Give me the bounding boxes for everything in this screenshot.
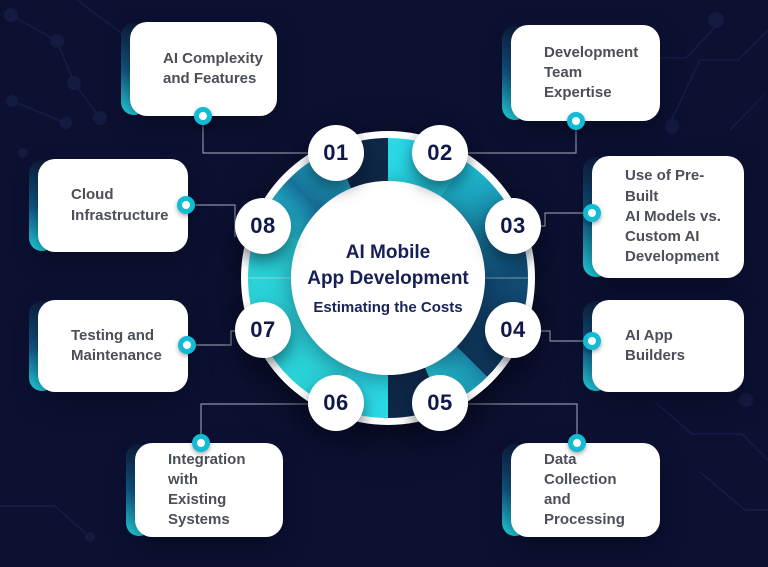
item-label: Use of Pre-Built AI Models vs. Custom AI… — [625, 167, 721, 266]
card-body: Integration with Existing Systems — [135, 443, 283, 537]
item-card-app-builders: AI App Builders — [583, 300, 744, 392]
step-badge-07: 07 — [235, 302, 291, 358]
card-body: AI App Builders — [592, 300, 744, 392]
step-badge-03: 03 — [485, 198, 541, 254]
item-card-ai-complexity: AI Complexity and Features — [121, 22, 277, 116]
connector-dot-6 — [192, 434, 210, 452]
item-label: AI App Builders — [625, 326, 686, 364]
connector-dot-2 — [567, 112, 585, 130]
item-card-testing: Testing and Maintenance — [29, 300, 188, 392]
item-card-integration: Integration with Existing Systems — [126, 443, 283, 537]
connector-dot-5 — [568, 434, 586, 452]
item-card-prebuilt-vs-custom: Use of Pre-Built AI Models vs. Custom AI… — [583, 156, 744, 278]
circuit-traces — [0, 0, 768, 534]
card-body: Data Collection and Processing — [511, 443, 660, 537]
connector-dot-8 — [177, 196, 195, 214]
item-label: Data Collection and Processing — [544, 450, 625, 529]
step-badge-01: 01 — [308, 125, 364, 181]
item-label: Development Team Expertise — [544, 43, 639, 102]
step-badge-02: 02 — [412, 125, 468, 181]
item-label: Testing and Maintenance — [71, 326, 162, 364]
item-card-team-expertise: Development Team Expertise — [502, 25, 660, 121]
connector-dot-7 — [178, 336, 196, 354]
card-body: Testing and Maintenance — [38, 300, 188, 392]
step-badge-06: 06 — [308, 375, 364, 431]
card-body: Use of Pre-Built AI Models vs. Custom AI… — [592, 156, 744, 278]
item-label: AI Complexity and Features — [163, 49, 264, 87]
connector-dot-4 — [583, 332, 601, 350]
step-badge-05: 05 — [412, 375, 468, 431]
diagram-subtitle: Estimating the Costs — [313, 298, 463, 316]
card-body: AI Complexity and Features — [130, 22, 277, 116]
card-body: Development Team Expertise — [511, 25, 660, 121]
diagram-title: AI Mobile App Development — [307, 242, 469, 289]
circuit-dots — [4, 8, 753, 542]
step-badge-04: 04 — [485, 302, 541, 358]
step-badge-08: 08 — [235, 198, 291, 254]
item-label: Integration with Existing Systems — [168, 450, 246, 529]
card-body: Cloud Infrastructure — [38, 159, 188, 252]
item-card-data-collection: Data Collection and Processing — [502, 443, 660, 537]
connector-dot-1 — [194, 107, 212, 125]
connector-lines — [186, 116, 592, 443]
ring-inner-circle — [291, 181, 485, 375]
diagram-title-block: AI Mobile App Development Estimating the… — [291, 181, 485, 375]
connector-dot-3 — [583, 204, 601, 222]
item-label: Cloud Infrastructure — [71, 186, 169, 224]
item-card-cloud-infra: Cloud Infrastructure — [29, 159, 188, 252]
